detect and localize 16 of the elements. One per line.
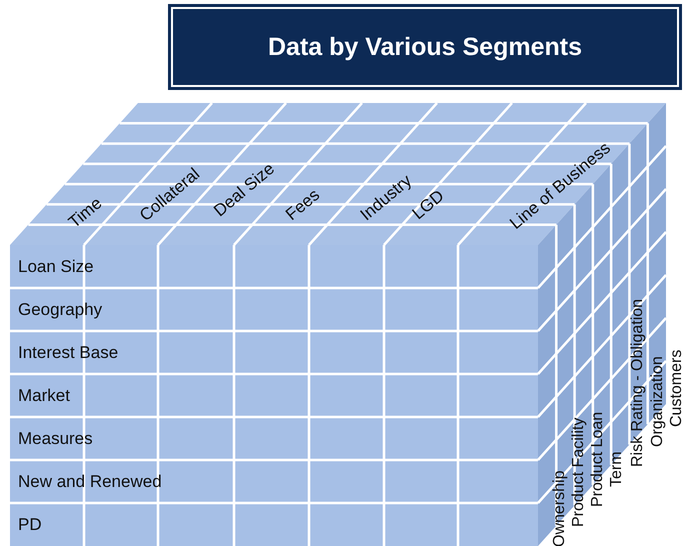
depth-label: Term	[607, 451, 626, 487]
row-label: Market	[18, 386, 70, 406]
column-label: Time	[64, 193, 106, 233]
row-label: Interest Base	[18, 342, 118, 362]
depth-label: Product Loan	[588, 412, 607, 507]
row-label: Loan Size	[18, 256, 94, 276]
depth-label: Customers	[667, 350, 686, 427]
row-label: New and Renewed	[18, 472, 162, 492]
depth-label: Risk Rating - Obligation	[628, 298, 647, 467]
depth-label: Ownership	[550, 470, 569, 546]
row-label: Measures	[18, 428, 93, 448]
row-label: PD	[18, 514, 42, 534]
depth-label: Organization	[648, 356, 667, 447]
row-label: Geography	[18, 300, 102, 320]
title: Data by Various Segments	[268, 32, 582, 62]
depth-label: Product Facility	[569, 418, 588, 527]
